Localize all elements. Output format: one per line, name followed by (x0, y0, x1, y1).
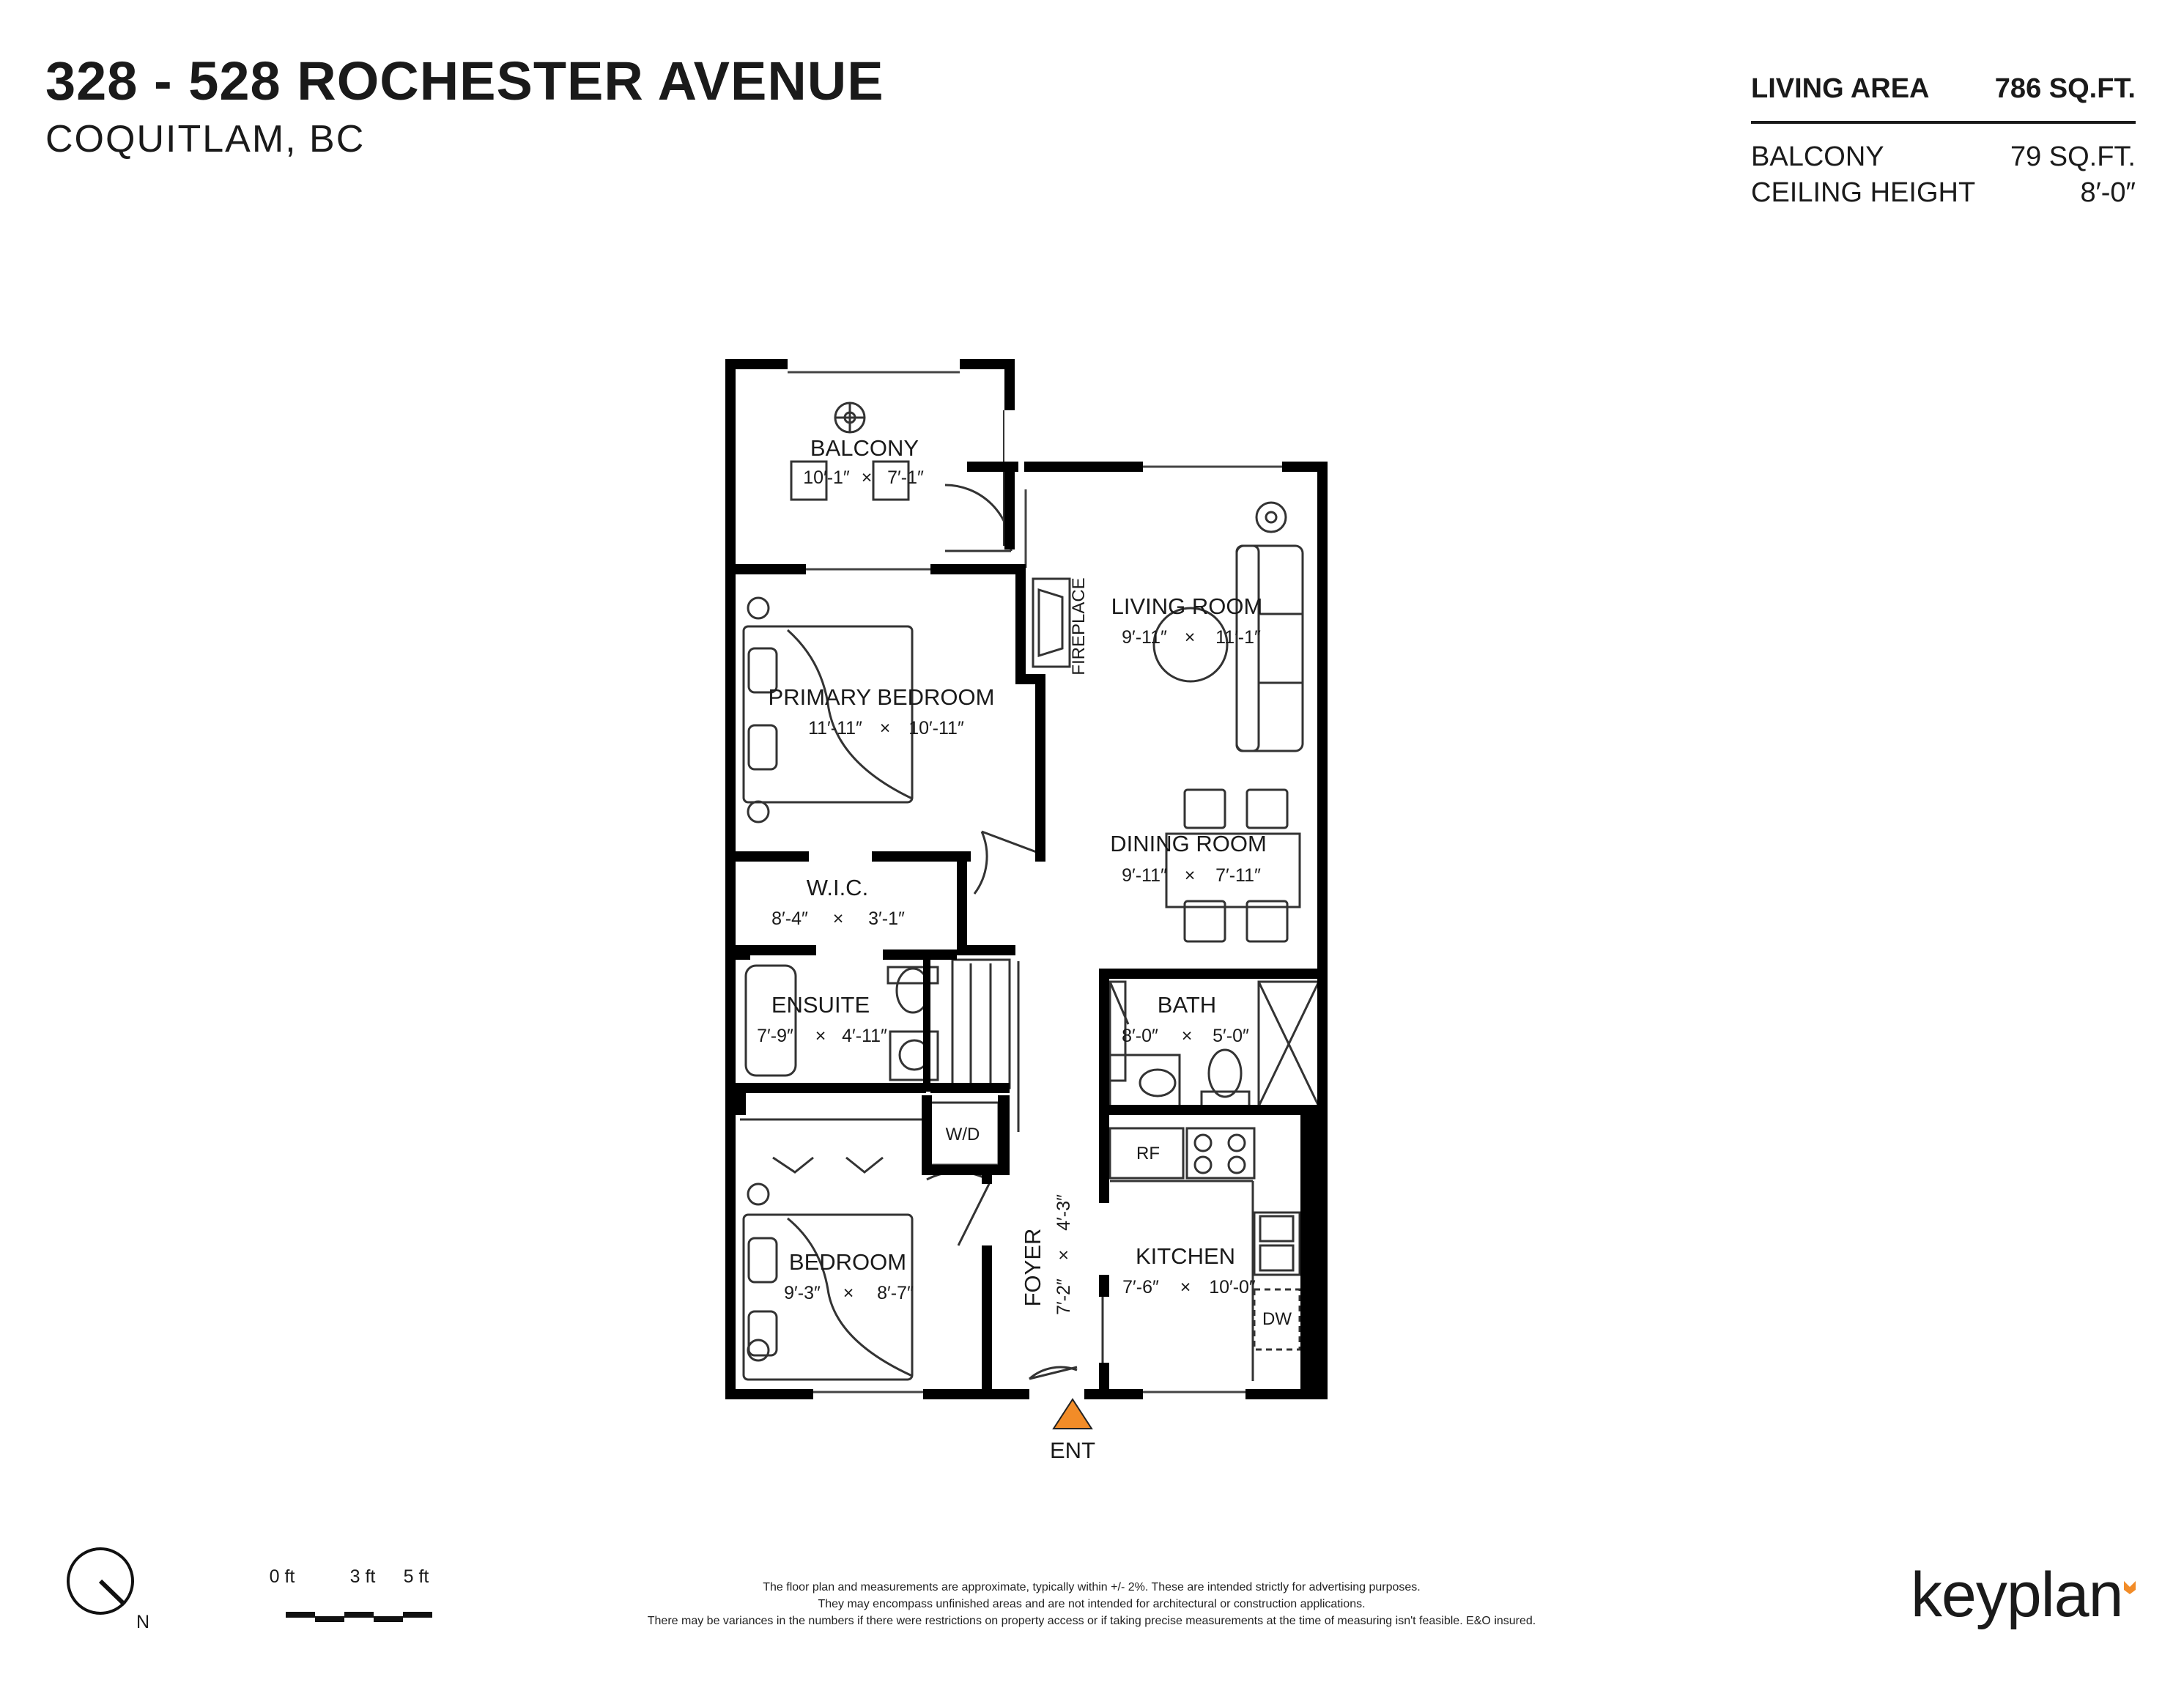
ceiling-height-label: CEILING HEIGHT (1751, 177, 1976, 208)
linen-closet-icon (951, 958, 1011, 1089)
primary-bedroom-times: × (880, 718, 891, 738)
balcony-name: BALCONY (810, 435, 919, 461)
balcony-chair-icon (790, 460, 828, 501)
sofa-icon (1235, 544, 1304, 752)
disclaimer: The floor plan and measurements are appr… (513, 1579, 1670, 1629)
dishwasher-label: DW (1262, 1309, 1292, 1329)
living-room-name: LIVING ROOM (1111, 593, 1263, 619)
primary-bedroom-height: 10′-11″ (908, 718, 964, 738)
bathtub-icon (744, 964, 797, 1077)
ensuite-height: 4′-11″ (842, 1026, 887, 1046)
bath-height: 5′-0″ (1213, 1026, 1249, 1046)
dining-room-name: DINING ROOM (1110, 831, 1267, 856)
living-room-times: × (1185, 627, 1196, 648)
kitchen-times: × (1180, 1277, 1191, 1298)
ensuite-times: × (815, 1026, 826, 1046)
wic-name: W.I.C. (807, 875, 868, 900)
kitchen-width: 7′-6″ (1122, 1277, 1159, 1298)
living-room-height: 11′-1″ (1215, 627, 1261, 648)
balcony-width: 10′-1″ (803, 467, 850, 488)
primary-bedroom-name: PRIMARY BEDROOM (769, 684, 995, 710)
scale-bar (286, 1612, 432, 1622)
living-room-width: 9′-11″ (1122, 627, 1167, 648)
scale-3ft-label: 3 ft (350, 1566, 376, 1587)
bath-width: 8′-0″ (1122, 1026, 1158, 1046)
disclaimer-line: The floor plan and measurements are appr… (763, 1581, 1421, 1593)
compass-icon (67, 1547, 134, 1615)
brand-flame-icon (2124, 1581, 2136, 1594)
entrance-marker-icon (1052, 1398, 1093, 1429)
entry-door-icon (1029, 1366, 1078, 1380)
dining-room-height: 7′-11″ (1215, 865, 1261, 886)
kitchen-name: KITCHEN (1136, 1243, 1235, 1269)
bedroom-times: × (843, 1283, 854, 1303)
windows (788, 371, 1282, 1393)
property-city: COQUITLAM, BC (45, 118, 366, 160)
bedroom-height: 8′-7″ (877, 1283, 914, 1303)
dining-room-times: × (1185, 865, 1196, 886)
primary-bedroom-width: 11′-11″ (808, 718, 862, 738)
fridge-label: RF (1136, 1144, 1160, 1163)
wic-times: × (833, 908, 844, 929)
bath-name: BATH (1158, 992, 1216, 1018)
closet-doors-icon (772, 1156, 884, 1174)
dining-table-icon (1165, 832, 1301, 908)
balcony-area-value: 79 SQ.FT. (2010, 141, 2136, 172)
foyer-width: 7′-2″ (1054, 1278, 1074, 1315)
stove-icon (1185, 1127, 1256, 1180)
balcony-chair-icon (872, 460, 910, 501)
area-summary: LIVING AREA 786 SQ.FT. BALCONY 79 SQ.FT.… (1751, 73, 2136, 209)
foyer-height: 4′-3″ (1054, 1194, 1074, 1231)
coffee-table-icon (1152, 607, 1229, 683)
walls (725, 359, 1328, 1399)
foyer-name: FOYER (1020, 1229, 1045, 1307)
compass-north-label: N (136, 1612, 149, 1632)
balcony-area-row: BALCONY 79 SQ.FT. (1751, 141, 2136, 173)
living-area-value: 786 SQ.FT. (1994, 73, 2136, 104)
bedroom-name: BEDROOM (789, 1249, 906, 1275)
bath-times: × (1182, 1026, 1193, 1046)
balcony-area-label: BALCONY (1751, 141, 1884, 172)
wic-height: 3′-1″ (868, 908, 905, 929)
kitchen-height: 10′-0″ (1209, 1277, 1256, 1298)
bedroom-door-icon (926, 1171, 992, 1246)
living-light-icon (1255, 501, 1287, 533)
ensuite-name: ENSUITE (771, 992, 870, 1018)
kitchen-sink-icon (1253, 1211, 1301, 1276)
ceiling-height-value: 8′-0″ (2080, 177, 2136, 208)
bedroom-width: 9′-3″ (784, 1283, 821, 1303)
foyer-times: × (1054, 1250, 1074, 1261)
bedroom-bed-icon (742, 1213, 914, 1381)
balcony-height: 7′-1″ (887, 467, 924, 488)
dining-room-width: 9′-11″ (1122, 865, 1167, 886)
disclaimer-line: There may be variances in the numbers if… (647, 1615, 1536, 1627)
scale-5ft-label: 5 ft (404, 1566, 429, 1587)
wic-width: 8′-4″ (771, 908, 808, 929)
bath-toilet-icon (1207, 1048, 1243, 1098)
brand-logo: keyplan (1911, 1560, 2123, 1630)
fridge-icon (1108, 1127, 1185, 1180)
primary-bed-icon (742, 625, 914, 804)
entrance-label: ENT (1050, 1437, 1095, 1463)
disclaimer-line: They may encompass unfinished areas and … (818, 1598, 1366, 1610)
fireplace-icon (1032, 577, 1071, 668)
scale-0ft-label: 0 ft (270, 1566, 295, 1587)
washer-dryer-label: W/D (946, 1125, 980, 1144)
ceiling-height-row: CEILING HEIGHT 8′-0″ (1751, 177, 2136, 209)
ensuite-width: 7′-9″ (757, 1026, 793, 1046)
property-address: 328 - 528 ROCHESTER AVENUE (45, 51, 884, 111)
primary-door-icon (973, 830, 1041, 895)
ensuite-sink-icon (889, 1030, 939, 1081)
living-area-label: LIVING AREA (1751, 73, 1930, 104)
balcony-door-icon (944, 484, 1013, 552)
dishwasher-icon (1253, 1288, 1301, 1351)
balcony-times: × (862, 467, 873, 488)
living-area-row: LIVING AREA 786 SQ.FT. (1751, 73, 2136, 124)
fireplace-label: FIREPLACE (1069, 577, 1089, 675)
